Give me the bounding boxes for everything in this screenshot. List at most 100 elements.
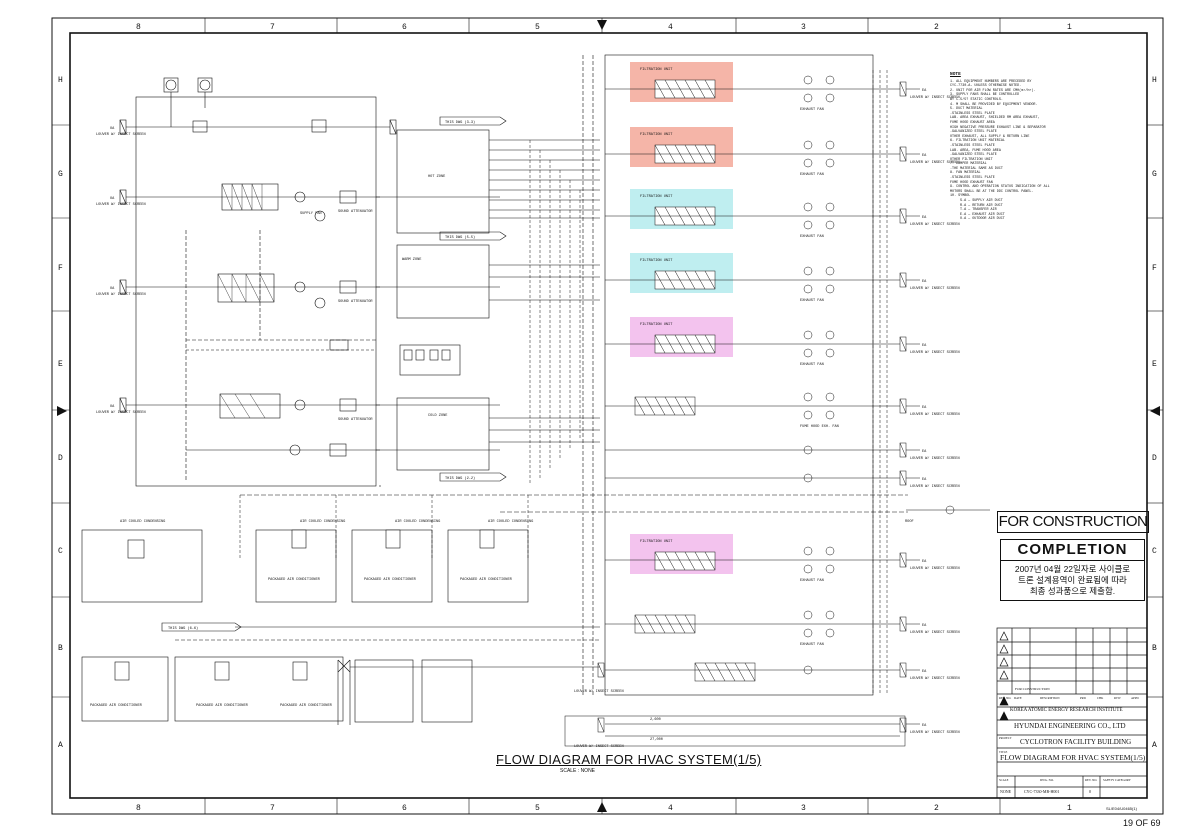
- zone-row-d-left: D: [58, 454, 63, 463]
- col-scale: SCALE: [999, 778, 1009, 782]
- exhaust-fan-label-2: EXHAUST FAN: [800, 173, 824, 177]
- filtration-units-colored: [630, 62, 733, 574]
- zone-row-f-left: F: [58, 264, 63, 273]
- zone-col-6-top: 6: [402, 23, 407, 32]
- air-cooled-label-2: AIR COOLED CONDENSING: [300, 520, 345, 524]
- notes-block: NOTE 1. ALL EQUIPMENT NUMBERS ARE PRECED…: [950, 72, 1070, 222]
- note-line: FUME HOOD EXHAUST AREA: [950, 120, 995, 125]
- completion-line-2: 트론 설계용역이 완료됨에 따라: [1018, 575, 1127, 585]
- pac-label-3: PACKAGED AIR CONDITIONER: [460, 578, 513, 582]
- louver-label-r3: LOUVER W/ INSECT SCREEN: [910, 222, 960, 227]
- oa-label-3: OA: [110, 287, 115, 291]
- oa-label-1: OA: [110, 127, 115, 131]
- this-dwg-6-label: THIS DWG (6-6): [168, 626, 198, 631]
- zone-col-6-bottom: 6: [402, 804, 407, 813]
- flow-27000-label: 27,000: [650, 738, 663, 742]
- note-line: CYC-7730-A- UNLESS OTHERWISE NOTED.: [950, 84, 1022, 89]
- louver-label-r7: LOUVER W/ INSECT SCREEN: [910, 456, 960, 461]
- louver-label-r12: LOUVER W/ INSECT SCREEN: [910, 730, 960, 735]
- zone-row-h-left: H: [58, 76, 63, 85]
- hdr-appd: APPD: [1131, 696, 1139, 700]
- note-line: -GALVANIZED STEEL PLATE: [950, 153, 997, 158]
- filtration-unit-label-5: FILTRATION UNIT: [640, 323, 673, 327]
- zone-col-1-top: 1: [1067, 23, 1072, 32]
- center-arrow-left-icon: [57, 406, 67, 416]
- title-label: TITLE: [999, 750, 1008, 754]
- zone-boxes: [161, 116, 507, 632]
- louver-label-1: LOUVER W/ INSECT SCREEN: [96, 132, 146, 137]
- zone-row-b-left: B: [58, 644, 63, 653]
- note-line: 2. UNIT FOR AIR FLOW RATES ARE CMH(m³/hr…: [950, 88, 1036, 93]
- ea-label-5: EA: [922, 344, 927, 348]
- completion-line-3: 최종 성과품으로 제출함.: [1029, 586, 1116, 596]
- filter-banks: [634, 79, 756, 682]
- symbol-row: S.A — SUPPLY AIR DUCT: [960, 199, 1003, 204]
- ea-label-4: EA: [922, 280, 927, 284]
- package-ac-area: [81, 529, 600, 725]
- rev-desc: FOR CONSTRUCTION: [1015, 687, 1050, 691]
- symbol-row: O.A — OUTDOOR AIR DUCT: [960, 217, 1005, 222]
- note-line: -STAINLESS STEEL PLATE: [950, 143, 995, 148]
- sound-att-label-2: SOUND ATTENUATOR: [338, 300, 373, 304]
- zone-col-4-bottom: 4: [668, 804, 673, 813]
- filtration-unit-label-1: FILTRATION UNIT: [640, 68, 673, 72]
- filtration-unit-label-4: FILTRATION UNIT: [640, 259, 673, 263]
- project-name: CYCLOTRON FACILITY BUILDING: [1020, 738, 1132, 746]
- this-dwg-5-label: THIS DWG (5-5): [445, 235, 475, 240]
- note-line: -STAINLESS STEEL PLATE: [950, 111, 995, 116]
- note-line: -GALVANIZED STEEL PLATE: [950, 130, 997, 135]
- exhaust-fan-label-7: EXHAUST FAN: [800, 643, 824, 647]
- inner-border: [69, 32, 1148, 799]
- note-line: 10. SYMBOL: [950, 194, 971, 199]
- louver-label-b1: LOUVER W/ INSECT SCREEN: [574, 689, 624, 694]
- air-cooled-label-4: AIR COOLED CONDENSING: [488, 520, 533, 524]
- center-arrow-top-icon: [597, 20, 607, 30]
- note-line: LAB. AREA EXHAUST, SHIELDED RM AREA EXHA…: [950, 116, 1040, 121]
- pac-label-5: PACKAGED AIR CONDITIONER: [196, 704, 249, 708]
- this-dwg-2-label: THIS DWG (2-2): [445, 476, 475, 481]
- ea-label-3: EA: [922, 216, 927, 220]
- note-line: LAB. AREA, FUME HOOD AREA: [950, 148, 1001, 153]
- outer-border: [51, 17, 1164, 815]
- completion-line-1: 2007년 04월 22일자로 사이클로: [1014, 564, 1131, 574]
- notes-heading: NOTE: [950, 72, 961, 77]
- symbol-row: T.A — TRANSFER AIR: [960, 208, 997, 213]
- diagram-labels: LOUVER W/ INSECT SCREEN LOUVER W/ INSECT…: [90, 68, 960, 749]
- zone-col-5-top: 5: [535, 23, 540, 32]
- zone-row-h-right: H: [1152, 76, 1157, 85]
- louver-label-r9: LOUVER W/ INSECT SCREEN: [910, 566, 960, 571]
- symbol-row: R.A — RETURN AIR DUCT: [960, 203, 1003, 208]
- hdr-date: DATE: [1014, 696, 1022, 700]
- symbol-name: SUPPLY AIR DUCT: [972, 199, 1003, 204]
- sound-att-label-3: SOUND ATTENUATOR: [338, 418, 373, 422]
- hot-zone-label: HOT ZONE: [428, 175, 445, 179]
- exhaust-fan-label-3: EXHAUST FAN: [800, 235, 824, 239]
- for-construction-stamp: FOR CONSTRUCTION: [997, 511, 1149, 533]
- note-line: 9. CONTROL AND OPERATION STATUS INDICATI…: [950, 185, 1050, 190]
- zone-row-c-right: C: [1152, 547, 1157, 556]
- note-line: FUME HOOD EXHAUST FAN: [950, 180, 993, 185]
- louver-label-r8: LOUVER W/ INSECT SCREEN: [910, 484, 960, 489]
- page-number: 19 OF 69: [1123, 818, 1161, 828]
- exhaust-fan-label-4: EXHAUST FAN: [800, 299, 824, 303]
- note-line: 4. M SHALL BE PROVIDED BY EQUIPMENT VEND…: [950, 102, 1038, 107]
- note-line: OTHER FILTRATION UNIT: [950, 157, 993, 162]
- note-line: 6. FILTRATION UNIT MATERIAL: [950, 139, 1005, 144]
- symbol-name: OUTDOOR AIR DUCT: [972, 217, 1005, 222]
- ea-label-9: EA: [922, 560, 927, 564]
- zone-col-7-top: 7: [270, 23, 275, 32]
- louver-label-r6: LOUVER W/ INSECT SCREEN: [910, 412, 960, 417]
- branch-ducts: [239, 139, 908, 560]
- louver-label-r10: LOUVER W/ INSECT SCREEN: [910, 630, 960, 635]
- louver-label-r4: LOUVER W/ INSECT SCREEN: [910, 286, 960, 291]
- zone-row-g-right: G: [1152, 170, 1157, 179]
- hdr-desc: DESCRIPTION: [1040, 696, 1060, 700]
- zone-col-4-top: 4: [668, 23, 673, 32]
- owner-name: KOREA ATOMIC ENERGY RESEARCH INSTITUTE: [1010, 708, 1123, 713]
- cold-zone-label: COLD ZONE: [428, 414, 447, 418]
- zone-col-5-bottom: 5: [535, 804, 540, 813]
- zone-row-g-left: G: [58, 170, 63, 179]
- ea-label-7: EA: [922, 450, 927, 454]
- ea-label-6: EA: [922, 406, 927, 410]
- drawing-title: FLOW DIAGRAM FOR HVAC SYSTEM(1/5): [496, 752, 762, 767]
